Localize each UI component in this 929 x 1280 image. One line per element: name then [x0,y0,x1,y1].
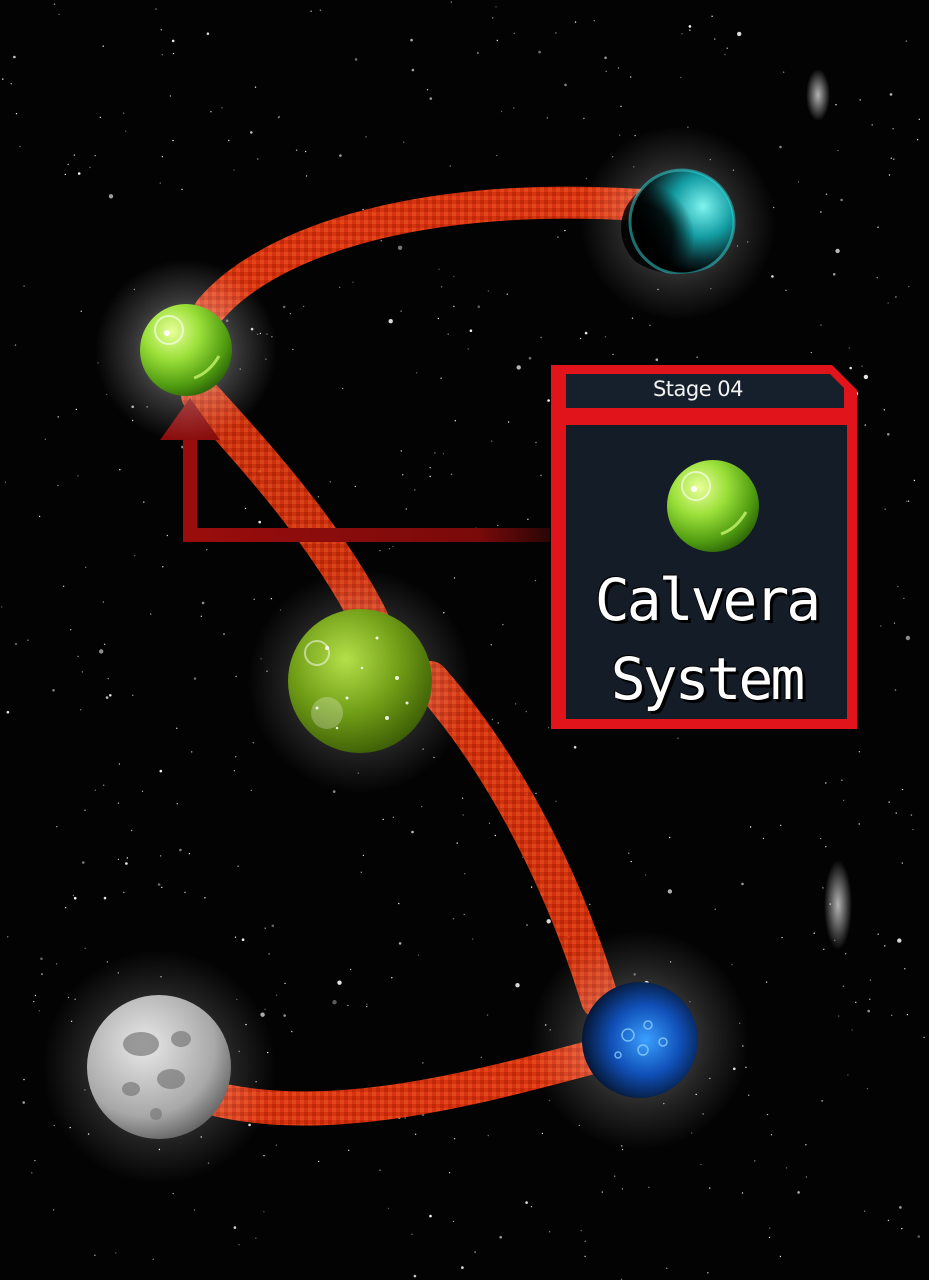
stage-number-label: Stage 04 [652,377,744,401]
route-path-calvera-to-green [181,376,389,639]
route-path-calvera-to-cyan [194,186,656,326]
blue-planet-icon [582,982,698,1098]
cyan-planet[interactable] [576,128,780,318]
calvera-planet-icon [140,304,232,396]
stage-name-line-2: System [610,645,806,713]
moon-planet-icon [87,995,231,1139]
cyan-planet-icon [621,168,736,274]
calvera-planet[interactable] [94,258,278,442]
green-sparkle-planet-icon [288,609,432,753]
green-sparkle-planet[interactable] [247,568,473,794]
blue-planet[interactable] [528,930,752,1150]
stage-name-line-1: Calvera [594,566,821,634]
moon-planet[interactable] [41,949,277,1185]
route-path-green-to-blue [411,661,619,1019]
stage-info-panel[interactable]: Stage 04 Calvera System [548,362,860,732]
calvera-planet-icon [667,460,759,552]
route-path-blue-to-moon [183,1038,617,1126]
stage-panel-body: Calvera System [566,425,847,719]
